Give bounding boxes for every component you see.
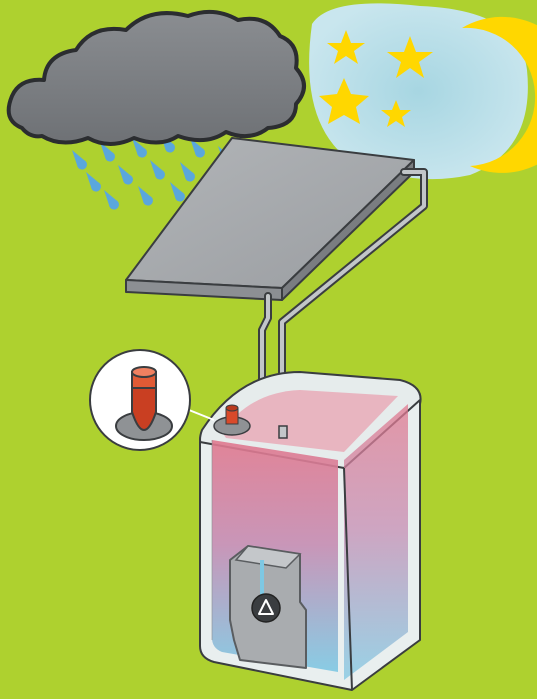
pump-icon: [252, 594, 280, 622]
solar-collector-panel: [126, 138, 414, 300]
valve-zoom-callout: [90, 350, 214, 450]
rain-cloud: [9, 12, 304, 144]
